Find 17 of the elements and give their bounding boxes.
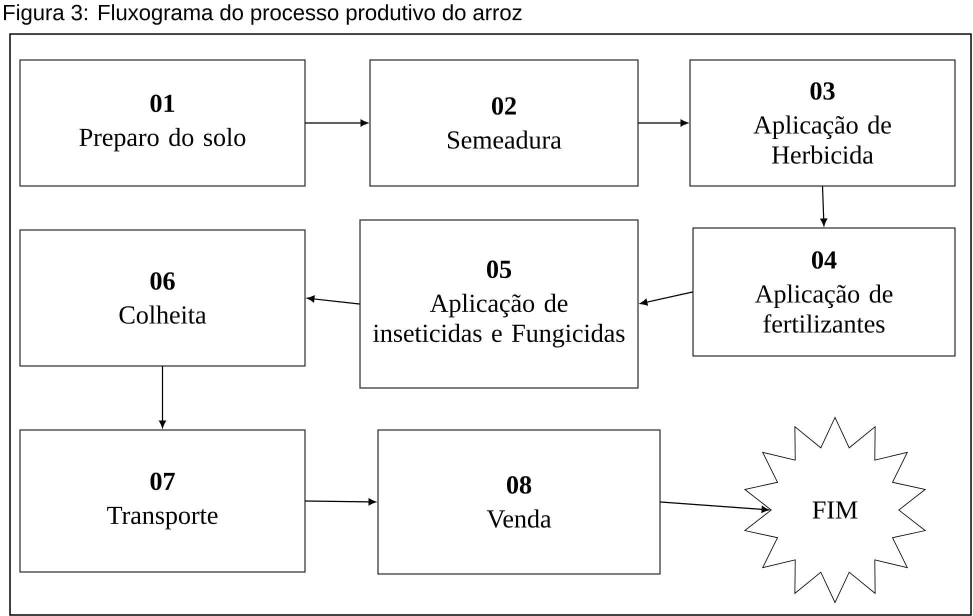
process-box: 06 Colheita bbox=[20, 230, 306, 366]
arrow bbox=[159, 366, 166, 428]
arrow bbox=[307, 296, 360, 305]
process-box: 08 Venda bbox=[378, 430, 660, 574]
arrow bbox=[660, 501, 770, 513]
process-box: 04 Aplicação de fertilizantes bbox=[692, 228, 956, 356]
arrow bbox=[306, 120, 368, 126]
process-box: 01 Preparo do solo bbox=[20, 60, 306, 186]
arrow bbox=[306, 498, 376, 506]
arrow bbox=[820, 186, 828, 226]
process-box: 03 Aplicação de Herbicida bbox=[690, 60, 956, 186]
process-box: 02 Semeadura bbox=[370, 60, 638, 186]
arrow bbox=[638, 120, 688, 126]
process-box: 07 Transporte bbox=[20, 430, 306, 572]
arrow bbox=[640, 291, 693, 306]
process-box: 05 Aplicação de inseticidas e Fungicidas bbox=[360, 220, 638, 388]
figure-title: Figura 3: Fluxograma do processo produtivo do arroz bbox=[4, 4, 522, 25]
